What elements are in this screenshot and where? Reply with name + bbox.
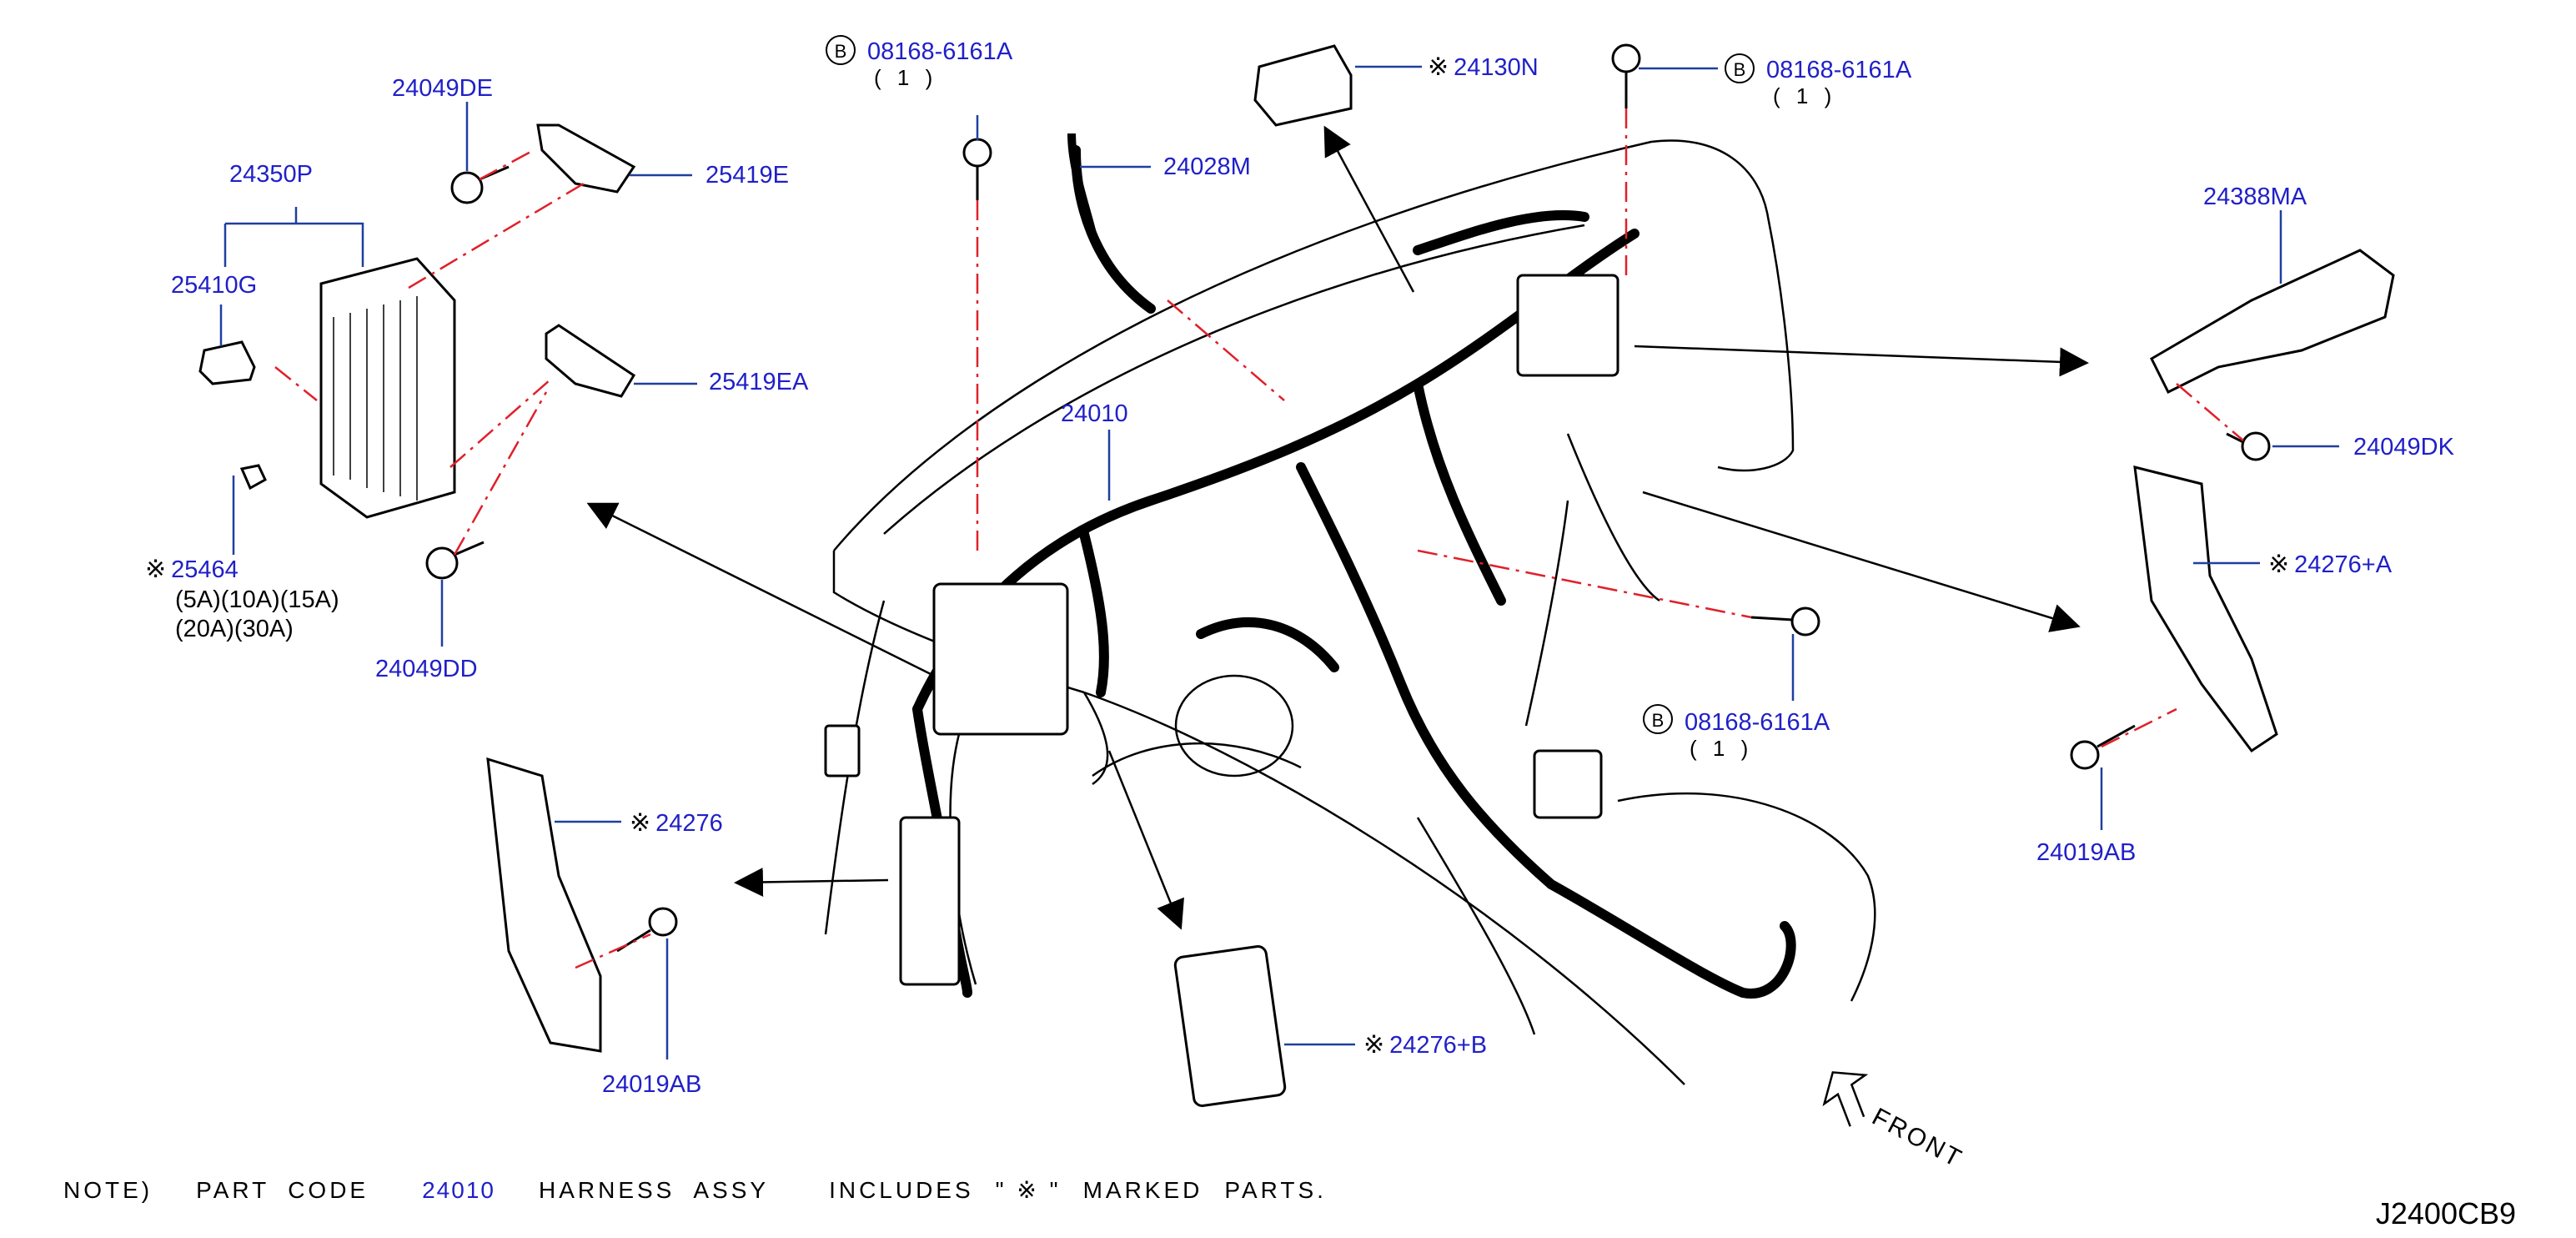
callout-24276A[interactable]: ※24276+A (2268, 552, 2392, 577)
callout-24388MA[interactable]: 24388MA (2203, 184, 2307, 210)
part-number-24276B[interactable]: 24276+B (1389, 1032, 1488, 1059)
note-code[interactable]: 24010 (422, 1177, 495, 1203)
callout-24010[interactable]: 24010 (1061, 400, 1128, 427)
main-harness (912, 145, 1796, 999)
note-assy: ASSY (693, 1177, 770, 1203)
callout-24028M[interactable]: 24028M (1163, 153, 1251, 180)
callout-bolt-top[interactable]: 08168-6161A (867, 38, 1013, 65)
callout-24019AB-left[interactable]: 24019AB (602, 1071, 702, 1098)
callout-24019AB-right[interactable]: 24019AB (2036, 839, 2137, 866)
note-parts: PARTS. (1224, 1177, 1327, 1203)
bolt-b-icon: B (826, 35, 856, 65)
callout-24049DD[interactable]: 24049DD (375, 656, 478, 682)
marked-symbol: ※ (1363, 1031, 1385, 1059)
callout-24130N[interactable]: ※24130N (1428, 55, 1539, 80)
callout-bolt-right-top[interactable]: 08168-6161A (1766, 57, 1912, 83)
bolt-b-icon: B (1643, 704, 1673, 734)
note-marked: MARKED (1082, 1177, 1203, 1203)
marked-symbol: ※ (1428, 53, 1449, 81)
marked-symbol: ※ (2268, 551, 2290, 578)
part-number-25464[interactable]: 25464 (171, 556, 239, 583)
callout-25419E[interactable]: 25419E (706, 162, 789, 189)
bracket-25419E (536, 123, 636, 194)
fuse-puller-25410G (198, 340, 256, 385)
note-marked-symbol: " ※ " (995, 1177, 1062, 1203)
callout-24276[interactable]: ※24276 (630, 811, 723, 836)
front-arrow (1822, 1071, 1869, 1127)
dashboard-outline (833, 139, 1795, 551)
footer-note: NOTE) PART CODE 24010 HARNESS ASSY INCLUDES " ※… (63, 1176, 1370, 1204)
drawing-code: J2400CB9 (2375, 1196, 2516, 1230)
bolt-mid-qty: ( 1 ) (1690, 736, 1754, 761)
callout-24276B[interactable]: ※24276+B (1363, 1033, 1487, 1058)
fuse-25464 (239, 464, 267, 491)
marked-symbol: ※ (630, 809, 651, 837)
bolt-b-icon: B (1725, 53, 1755, 83)
callout-bolt-mid[interactable]: 08168-6161A (1685, 709, 1830, 736)
callout-25419EA[interactable]: 25419EA (709, 369, 809, 395)
note-part: PART (196, 1177, 270, 1203)
callout-24049DE[interactable]: 24049DE (392, 75, 493, 102)
callout-25410G[interactable]: 25410G (171, 272, 258, 299)
part-number-24276[interactable]: 24276 (655, 810, 723, 837)
bracket-25419EA (545, 324, 636, 398)
callout-24350P[interactable]: 24350P (229, 161, 313, 188)
bolt-right-top-qty: ( 1 ) (1773, 83, 1837, 108)
callout-24049DK[interactable]: 24049DK (2353, 434, 2454, 460)
marked-symbol: ※ (145, 556, 167, 583)
callout-25464[interactable]: ※25464 (145, 557, 239, 582)
bolt-top-qty: ( 1 ) (874, 65, 938, 90)
note-prefix: NOTE) (63, 1177, 153, 1203)
note-includes: INCLUDES (829, 1177, 974, 1203)
fuse-block-24350P (319, 257, 456, 519)
note-code-word: CODE (288, 1177, 369, 1203)
part-number-24130N[interactable]: 24130N (1454, 54, 1539, 81)
part-number-24276A[interactable]: 24276+A (2294, 551, 2393, 578)
fuse-ratings-line-2: (20A)(30A) (175, 616, 294, 642)
note-harness: HARNESS (538, 1177, 675, 1203)
fuse-ratings-line-1: (5A)(10A)(15A) (175, 586, 339, 613)
